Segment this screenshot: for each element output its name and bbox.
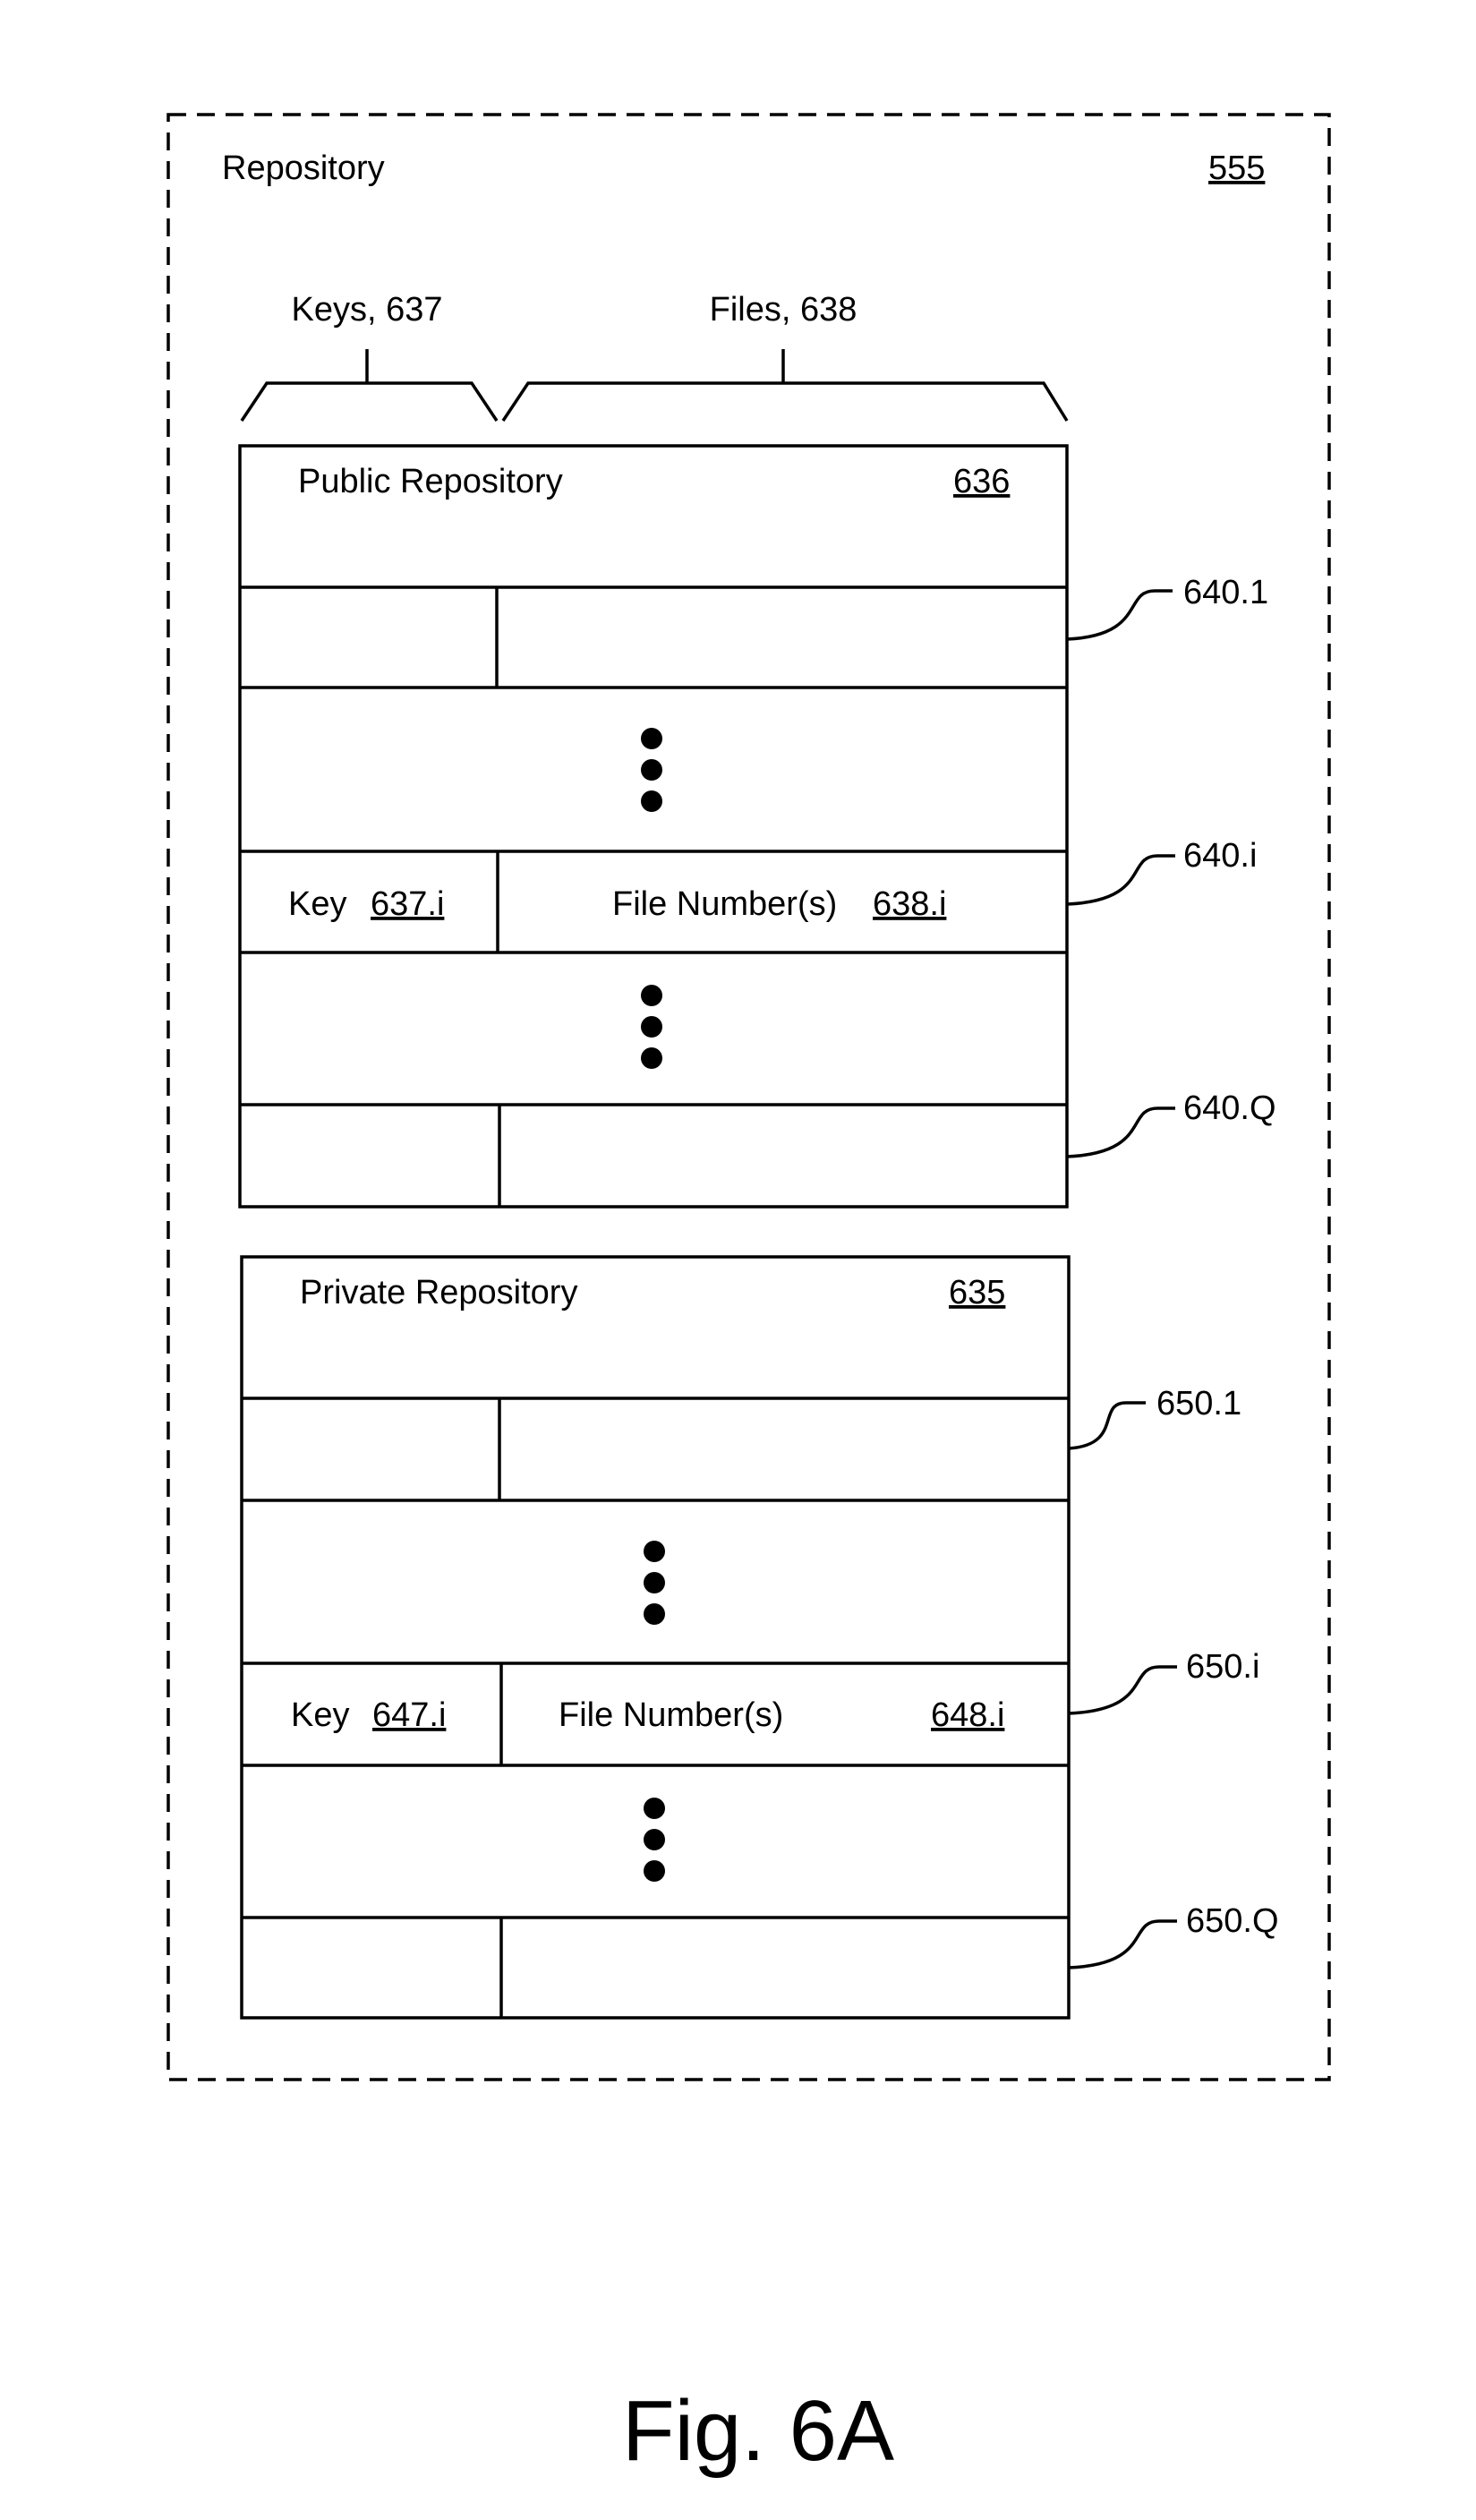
- public-row-last-ref: 640.Q: [1183, 1089, 1276, 1127]
- ellipsis-dot: [641, 790, 662, 812]
- private-row-last-ref: 650.Q: [1186, 1902, 1279, 1940]
- private-file-label: File Number(s): [559, 1696, 783, 1734]
- leader-line: [1069, 1921, 1177, 1968]
- ellipsis-dot: [644, 1798, 665, 1819]
- ellipsis-dot: [641, 985, 662, 1006]
- repository-ref: 555: [1208, 149, 1265, 187]
- leader-line: [1067, 856, 1175, 904]
- files-brace: [503, 349, 1067, 421]
- private-file-ref: 648.i: [931, 1696, 1004, 1734]
- public-file-ref: 638.i: [873, 885, 946, 923]
- keys-brace: [242, 349, 497, 421]
- public-row-first-ref: 640.1: [1183, 574, 1268, 611]
- public-repository-title: Public Repository: [298, 463, 563, 500]
- public-key-label: Key: [288, 885, 346, 923]
- ellipsis-dot: [644, 1541, 665, 1562]
- public-repository-box: [240, 446, 1067, 1207]
- public-key-ref: 637.i: [371, 885, 444, 923]
- ellipsis-dot: [644, 1572, 665, 1593]
- private-row-first-ref: 650.1: [1156, 1385, 1241, 1422]
- ellipsis-dot: [644, 1860, 665, 1882]
- public-file-label: File Number(s): [612, 885, 837, 923]
- repository-title: Repository: [222, 149, 385, 187]
- ellipsis-dot: [641, 1016, 662, 1038]
- private-repository-title: Private Repository: [300, 1274, 577, 1311]
- ellipsis-dot: [641, 759, 662, 781]
- figure-label: Fig. 6A: [622, 2383, 894, 2479]
- leader-line: [1067, 591, 1173, 639]
- leader-line: [1069, 1667, 1177, 1713]
- private-repository-box: [242, 1257, 1069, 2018]
- ellipsis-dot: [644, 1603, 665, 1625]
- public-row-i-ref: 640.i: [1183, 837, 1257, 875]
- leader-line: [1069, 1403, 1146, 1448]
- private-key-label: Key: [291, 1696, 349, 1734]
- ellipsis-dot: [641, 728, 662, 749]
- ellipsis-dot: [641, 1047, 662, 1069]
- public-repository-ref: 636: [953, 463, 1010, 500]
- ellipsis-dot: [644, 1829, 665, 1850]
- private-row-i-ref: 650.i: [1186, 1648, 1259, 1686]
- private-repository-ref: 635: [949, 1274, 1005, 1311]
- keys-header: Keys, 637: [292, 291, 443, 329]
- private-key-ref: 647.i: [372, 1696, 446, 1734]
- public-repository: Public Repository 636 Key 637.i File Num…: [240, 446, 1276, 1207]
- files-header: Files, 638: [710, 291, 857, 329]
- leader-line: [1067, 1108, 1175, 1157]
- private-repository: Private Repository 635 Key 647.i File Nu…: [242, 1257, 1279, 2018]
